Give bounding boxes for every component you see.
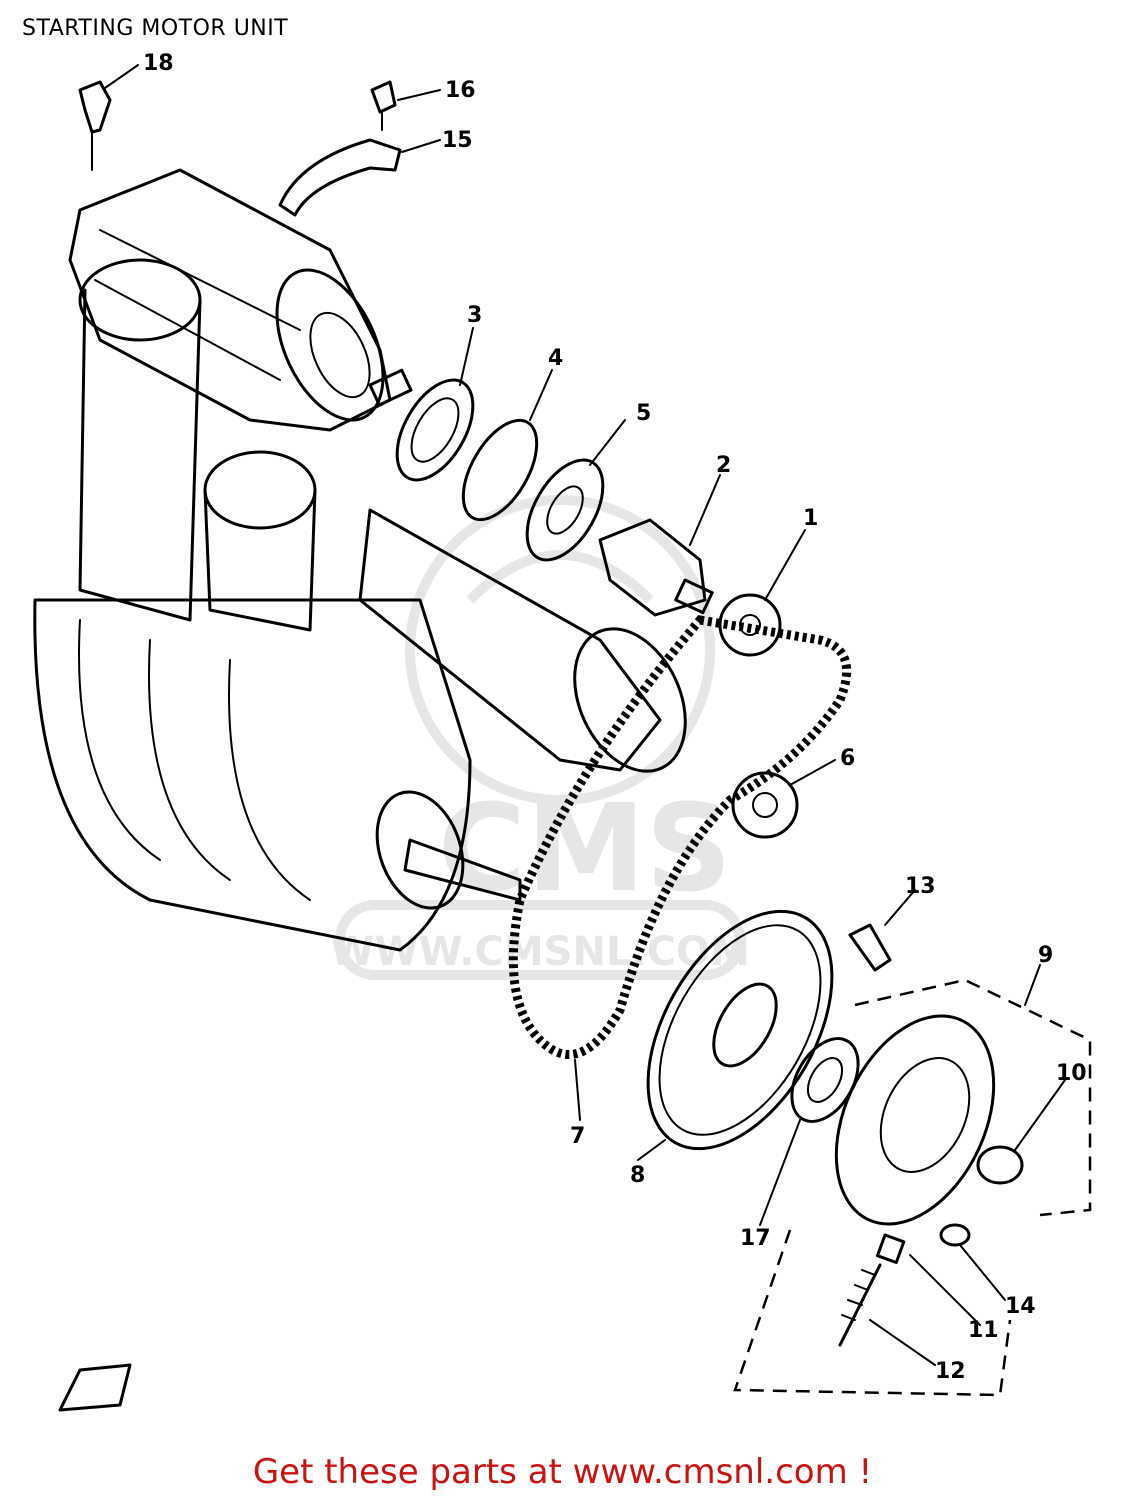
roller-part-10 [976,1145,1024,1185]
shaft-part-2 [598,518,714,617]
callout-1: 1 [803,506,818,531]
front-arrow-icon [58,1363,132,1412]
spring-cap-part-11 [875,1233,906,1265]
pin-part-14 [939,1223,971,1247]
watermark-brand-text: CMS [438,780,732,919]
callout-5: 5 [636,401,651,426]
callout-8: 8 [630,1163,645,1188]
diagram-title: STARTING MOTOR UNIT [22,16,289,41]
lead-wire-part-15 [278,138,402,217]
callout-18: 18 [143,51,174,76]
callout-13: 13 [905,874,936,899]
callout-16: 16 [445,78,476,103]
engine-block [33,258,687,952]
starter-motor [68,168,413,432]
bolt-part-13 [848,923,892,972]
idler-sprocket-part-6 [731,771,799,839]
starter-clutch-assembly-part-9 [733,978,1092,1397]
callout-17: 17 [740,1226,771,1251]
callout-14: 14 [1005,1294,1036,1319]
bolt-part-16 [370,80,397,131]
callout-15: 15 [442,128,473,153]
watermark-url-text: WWW.CMSNL.COM [330,929,750,975]
callout-11: 11 [968,1318,999,1343]
oil-seal-part-3 [395,378,475,482]
bolt-part-18 [78,80,112,171]
starter-wheel-gear-part-8 [646,909,834,1151]
footer-cta[interactable]: Get these parts at www.cmsnl.com ! [252,1452,873,1492]
callout-4: 4 [548,346,563,371]
callout-10: 10 [1056,1061,1087,1086]
callout-3: 3 [467,303,482,328]
callout-12: 12 [935,1359,966,1384]
leader-lines [104,64,1066,1366]
callout-6: 6 [840,746,855,771]
spring-part-12 [838,1263,882,1347]
callout-7: 7 [570,1124,585,1149]
callout-9: 9 [1038,943,1053,968]
callout-2: 2 [716,453,731,478]
o-ring-part-4 [461,418,539,522]
